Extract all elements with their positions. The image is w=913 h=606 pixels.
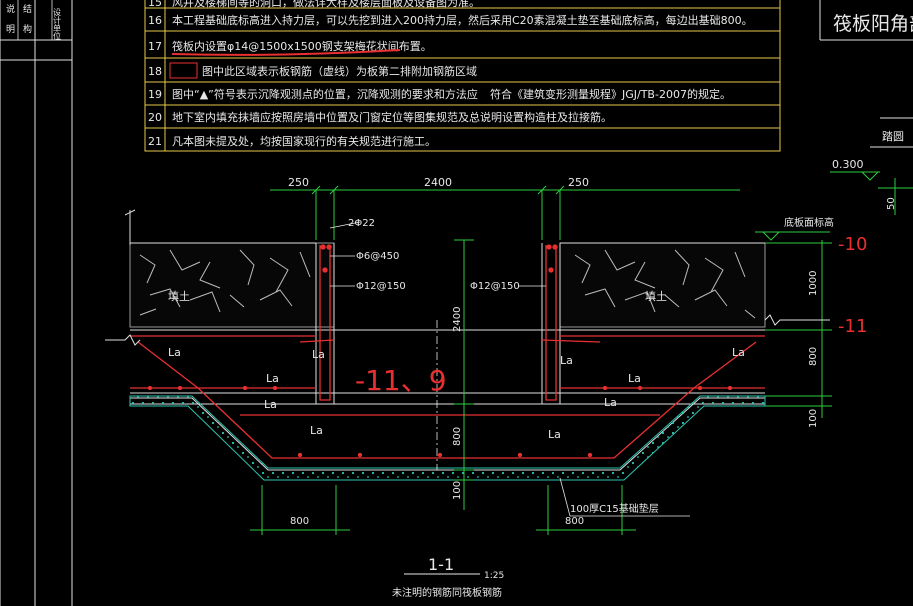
notes-table: 15 风井及楼梯间等的洞口，做法详大样及楼层面板及设备图为准。 16 本工程基础… bbox=[144, 0, 781, 152]
note-num-20: 20 bbox=[148, 111, 162, 124]
note-num-16: 16 bbox=[148, 14, 162, 27]
center-dimensions: 2400 800 100 bbox=[452, 307, 463, 500]
right-title: 筏板阳角部 bbox=[833, 13, 913, 35]
la-label-8: La bbox=[604, 396, 617, 409]
dim-center-100: 100 bbox=[452, 481, 463, 500]
note-text-15: 风井及楼梯间等的洞口，做法详大样及楼层面板及设备图为准。 bbox=[172, 0, 480, 9]
note-num-19: 19 bbox=[148, 88, 162, 101]
dim-top-250-right: 250 bbox=[568, 176, 589, 189]
dim-right-1000: 1000 bbox=[808, 271, 819, 296]
section-scale: 1:25 bbox=[484, 571, 504, 581]
note-17-underline bbox=[171, 49, 401, 56]
dim-bottom-800-right: 800 bbox=[565, 516, 584, 527]
bed-label: 100厚C15基础垫层 bbox=[570, 502, 659, 515]
left-label-2: 明 bbox=[6, 24, 15, 35]
section-title: 1-1 bbox=[428, 555, 454, 574]
dim-center-2400: 2400 bbox=[452, 307, 463, 332]
note-num-18: 18 bbox=[148, 65, 162, 78]
note-text-21: 凡本图未提及处，均按国家现行的有关规范进行施工。 bbox=[172, 134, 436, 148]
soil-label-right: 填土 bbox=[645, 289, 667, 303]
hand-annotations: -10 -11 -11、9 bbox=[355, 234, 867, 397]
la-label-7: La bbox=[264, 398, 277, 411]
dim-right-800: 800 bbox=[808, 347, 819, 366]
right-dimensions: 1000 800 100 bbox=[765, 240, 832, 428]
note-text-20: 地下室内填充抹墙应按照房墙中位置及门窗定位等图集规范及总说明设置构造柱及拉接筋。 bbox=[172, 110, 612, 124]
center-lines bbox=[436, 239, 474, 510]
dim-bottom-800-left: 800 bbox=[290, 516, 309, 527]
soil-fill: 填土 填土 bbox=[129, 242, 766, 328]
la-label-2: La bbox=[312, 348, 325, 361]
la-label-4: La bbox=[732, 346, 745, 359]
annotation-11: -11 bbox=[838, 316, 867, 337]
annotation-10: -10 bbox=[838, 234, 867, 255]
left-label-4: 构 bbox=[23, 23, 32, 35]
annotation-11-9: -11、9 bbox=[355, 364, 447, 397]
note-num-17: 17 bbox=[148, 40, 162, 53]
soil-label-left: 填土 bbox=[168, 289, 190, 303]
note-num-21: 21 bbox=[148, 135, 162, 148]
dim-center-800: 800 bbox=[452, 427, 463, 446]
note-text-16: 本工程基础底标高进入持力层，可以先挖到进入200持力层，然后采用C20素混凝土垫… bbox=[172, 13, 753, 27]
note-text-19: 图中“▲”符号表示沉降观测点的位置，沉降观测的要求和方法应 bbox=[172, 87, 478, 101]
left-label-5: 设计单位 bbox=[53, 7, 62, 40]
rebar-label-phi12-left: Φ12@150 bbox=[356, 281, 406, 292]
slab-elevation-label: 底板面标高 bbox=[784, 216, 834, 229]
top-dimensions: 250 2400 250 bbox=[270, 176, 740, 240]
right-dim-50: 50 bbox=[886, 197, 897, 210]
la-label-5: La bbox=[266, 372, 279, 385]
dim-top-250-left: 250 bbox=[288, 176, 309, 189]
la-label-9: La bbox=[310, 424, 323, 437]
dim-right-100: 100 bbox=[808, 409, 819, 428]
section-title-block: 1-1 1:25 未注明的钢筋同筏板钢筋 bbox=[392, 555, 504, 599]
la-label-3: La bbox=[560, 354, 573, 367]
note-18-swatch bbox=[169, 62, 198, 79]
section-note: 未注明的钢筋同筏板钢筋 bbox=[392, 586, 502, 599]
note-num-15: 15 bbox=[148, 0, 162, 9]
right-subtitle: 踏圆 bbox=[882, 129, 904, 143]
rebar-callouts: 2Φ22 Φ6@450 Φ12@150 Φ12@150 bbox=[329, 218, 546, 292]
elevation-label: 0.300 bbox=[832, 158, 864, 171]
note-text-17: 筏板内设置φ14@1500x1500钢支架梅花状间布置。 bbox=[172, 39, 432, 53]
rebar bbox=[130, 244, 765, 459]
la-labels: La La La La La La La La La La bbox=[168, 346, 745, 441]
title-block-strip: 说 明 结 构 设计单位 bbox=[0, 0, 73, 606]
la-label-1: La bbox=[168, 346, 181, 359]
dim-top-2400: 2400 bbox=[424, 176, 452, 189]
rebar-label-phi6: Φ6@450 bbox=[356, 251, 399, 262]
la-label-6: La bbox=[628, 372, 641, 385]
left-label-3: 结 bbox=[23, 3, 32, 15]
rebar-label-phi12-right: Φ12@150 bbox=[470, 281, 520, 292]
break-marks bbox=[105, 209, 830, 346]
note-text-19-suffix: 符合《建筑变形测量规程》JGJ/TB-2007的规定。 bbox=[490, 87, 731, 101]
left-label-1: 说 bbox=[6, 3, 15, 15]
slab-elevation: 底板面标高 bbox=[755, 216, 834, 241]
bottom-dimensions: 800 800 100厚C15基础垫层 bbox=[250, 477, 690, 535]
right-detail: 筏板阳角部 踏圆 0.300 50 bbox=[819, 0, 913, 215]
la-label-10: La bbox=[548, 428, 561, 441]
rebar-label-2phi22: 2Φ22 bbox=[348, 218, 375, 229]
note-text-18: 图中此区域表示板钢筋（虚线）为板第二排附加钢筋区域 bbox=[202, 64, 477, 78]
